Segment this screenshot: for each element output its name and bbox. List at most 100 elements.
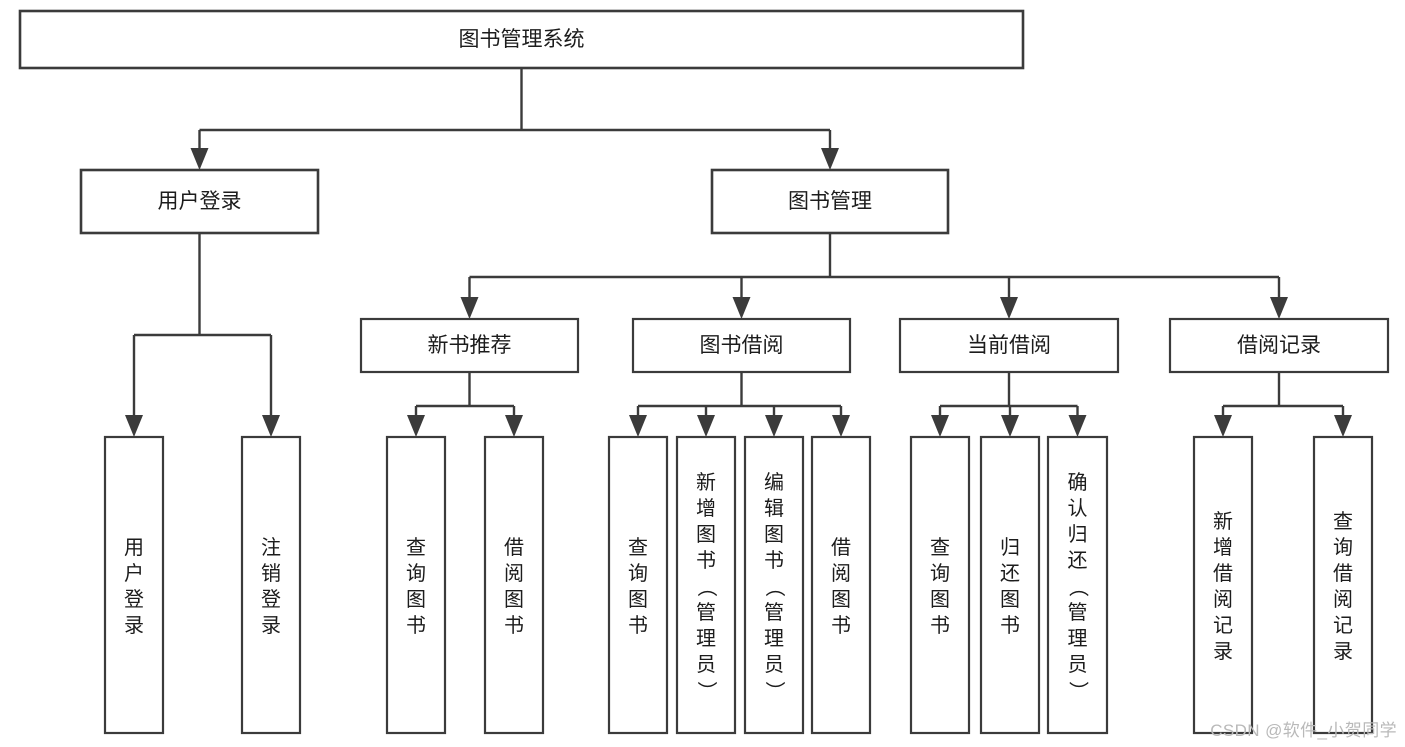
- svg-text:员: 员: [696, 654, 716, 676]
- svg-text:录: 录: [261, 615, 281, 637]
- svg-text:图: 图: [406, 589, 426, 611]
- svg-text:员: 员: [1068, 654, 1088, 676]
- svg-text:借: 借: [1333, 562, 1353, 585]
- svg-text:书: 书: [1000, 614, 1020, 637]
- svg-text:）: ）: [1067, 681, 1090, 701]
- user-login-arrow-icon-0: [125, 415, 143, 437]
- svg-text:借: 借: [1213, 562, 1233, 585]
- node-level3-label-1: 图书借阅: [700, 334, 784, 357]
- node-leaf-7[interactable]: [810, 435, 872, 735]
- svg-text:认: 认: [1068, 497, 1088, 520]
- node-level2-1[interactable]: [710, 168, 950, 235]
- svg-text:注: 注: [261, 536, 281, 559]
- node-leaf-2[interactable]: [385, 435, 447, 735]
- book-mgmt-arrow-icon-0: [460, 297, 479, 319]
- svg-text:查: 查: [1333, 510, 1353, 533]
- svg-text:借: 借: [831, 536, 851, 559]
- svg-text:）: ）: [695, 681, 718, 701]
- book-mgmt-arrow-icon-3: [1270, 297, 1288, 319]
- svg-text:书: 书: [628, 614, 648, 637]
- svg-text:确: 确: [1068, 471, 1088, 494]
- node-level3-0[interactable]: [359, 317, 580, 374]
- svg-text:查: 查: [406, 536, 426, 559]
- svg-text:录: 录: [1333, 641, 1353, 663]
- node-leaf-11[interactable]: [1192, 435, 1254, 735]
- node-level3-3[interactable]: [1168, 317, 1390, 374]
- node-leaf-12[interactable]: [1312, 435, 1374, 735]
- svg-text:录: 录: [1213, 641, 1233, 663]
- svg-text:归: 归: [1000, 536, 1020, 559]
- svg-text:还: 还: [1068, 549, 1088, 572]
- node-level3-2[interactable]: [898, 317, 1120, 374]
- svg-text:销: 销: [261, 562, 281, 585]
- svg-text:员: 员: [764, 654, 784, 676]
- svg-text:阅: 阅: [1333, 588, 1353, 611]
- lvl3-1-arrow-icon-0: [629, 415, 647, 437]
- lvl3-3-arrow-icon-0: [1214, 415, 1232, 437]
- lvl3-2-arrow-icon-1: [1001, 415, 1019, 437]
- svg-text:登: 登: [261, 588, 281, 611]
- svg-text:登: 登: [124, 588, 144, 611]
- svg-text:书: 书: [696, 549, 716, 572]
- node-leaf-4[interactable]: [607, 435, 669, 735]
- node-leaf-9[interactable]: [979, 435, 1041, 735]
- svg-text:查: 查: [628, 536, 648, 559]
- book-mgmt-arrow-icon-1: [732, 297, 751, 319]
- node-leaf-3[interactable]: [483, 435, 545, 735]
- node-level2-0[interactable]: [79, 168, 320, 235]
- nodes-layer: 图书管理系统用户登录图书管理新书推荐图书借阅当前借阅借阅记录用户登录注销登录查询…: [18, 9, 1390, 735]
- svg-text:用: 用: [124, 537, 144, 559]
- svg-text:理: 理: [1068, 628, 1088, 650]
- svg-text:图: 图: [504, 589, 524, 611]
- lvl3-1-arrow-icon-2: [765, 415, 783, 437]
- node-leaf-8[interactable]: [909, 435, 971, 735]
- svg-text:书: 书: [930, 614, 950, 637]
- lvl3-3-arrow-icon-1: [1334, 415, 1352, 437]
- node-level3-1[interactable]: [631, 317, 852, 374]
- user-login-arrow-icon-1: [262, 415, 280, 437]
- svg-text:新: 新: [1213, 510, 1233, 533]
- node-leaf-10[interactable]: [1046, 435, 1109, 735]
- svg-text:录: 录: [124, 615, 144, 637]
- node-leaf-1[interactable]: [240, 435, 302, 735]
- svg-text:（: （: [695, 577, 718, 597]
- node-leaf-0[interactable]: [103, 435, 165, 735]
- svg-text:户: 户: [124, 562, 144, 585]
- node-level2-label-1: 图书管理: [788, 190, 872, 213]
- svg-text:增: 增: [696, 497, 716, 520]
- lvl3-0-arrow-icon-0: [407, 415, 425, 437]
- svg-text:（: （: [763, 577, 786, 597]
- svg-text:）: ）: [763, 681, 786, 701]
- node-root-label: 图书管理系统: [459, 28, 585, 51]
- svg-text:图: 图: [930, 589, 950, 611]
- svg-text:辑: 辑: [764, 497, 784, 520]
- lvl3-1-arrow-icon-1: [697, 415, 715, 437]
- svg-text:书: 书: [406, 614, 426, 637]
- node-root-图书管理系统[interactable]: [18, 9, 1025, 70]
- node-level3-label-0: 新书推荐: [428, 334, 512, 357]
- svg-text:借: 借: [504, 536, 524, 559]
- node-leaf-6[interactable]: [743, 435, 805, 735]
- svg-text:询: 询: [930, 562, 950, 585]
- svg-text:询: 询: [628, 562, 648, 585]
- node-leaf-5[interactable]: [675, 435, 737, 735]
- svg-text:图: 图: [831, 589, 851, 611]
- svg-text:管: 管: [696, 601, 716, 624]
- lvl3-2-arrow-icon-0: [931, 415, 949, 437]
- root-arrow-icon-0: [190, 148, 209, 170]
- lvl3-0-arrow-icon-1: [505, 415, 523, 437]
- node-level3-label-2: 当前借阅: [967, 334, 1051, 357]
- svg-text:管: 管: [764, 601, 784, 624]
